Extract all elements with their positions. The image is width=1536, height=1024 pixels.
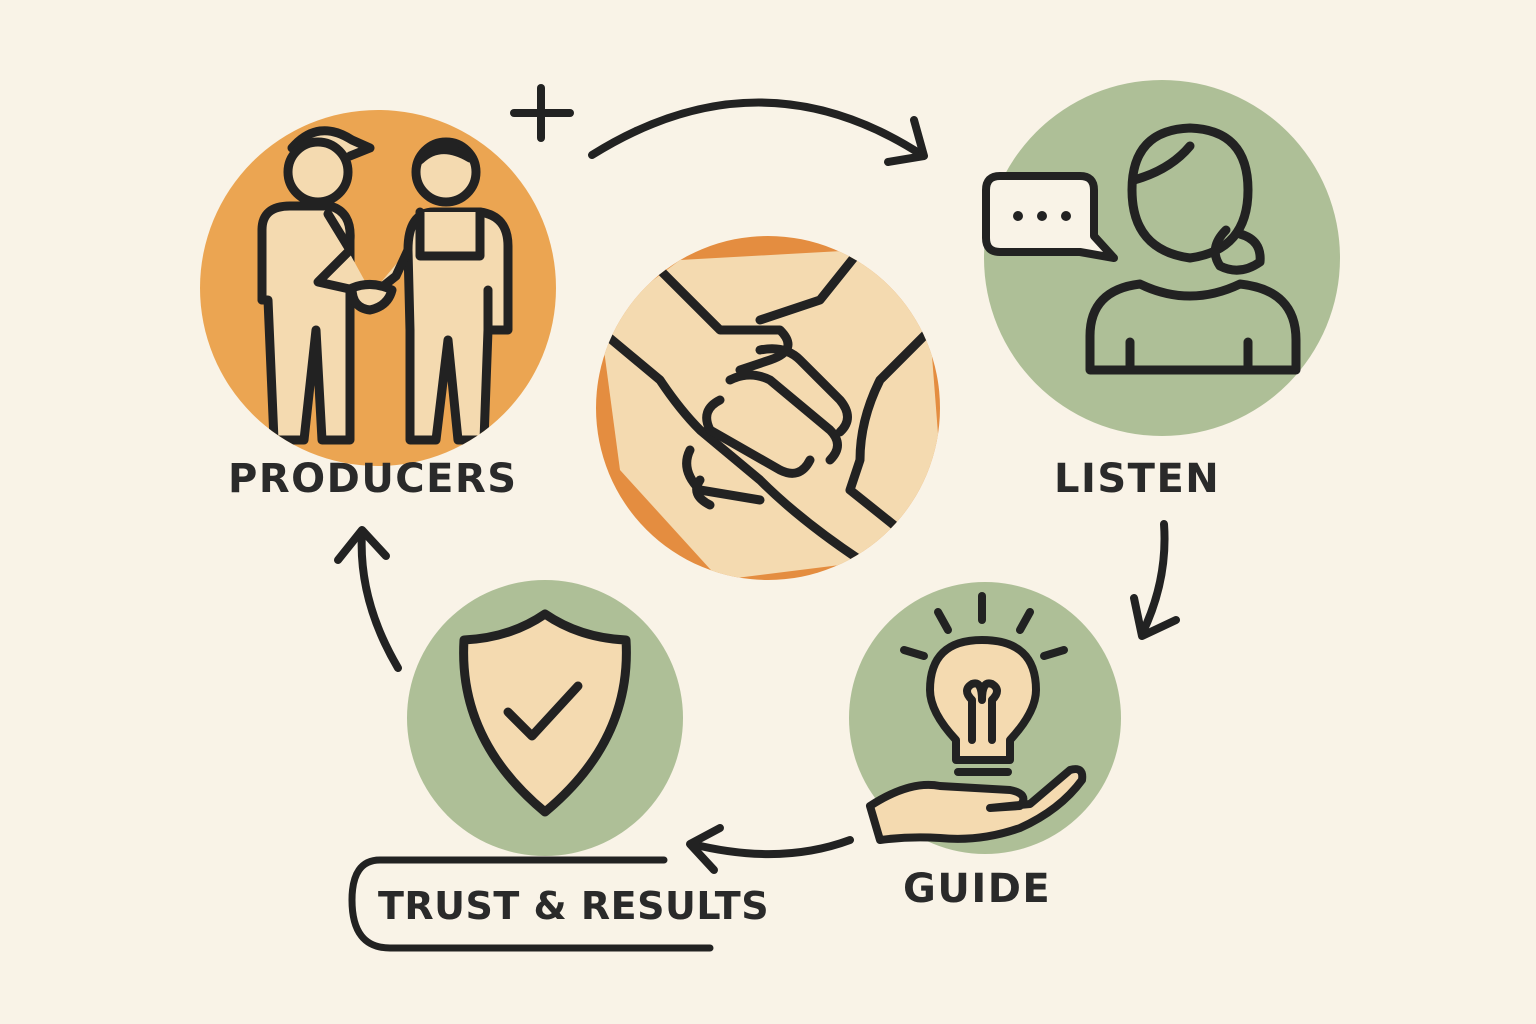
trust-label-bracket bbox=[348, 856, 714, 952]
listen-label: LISTEN bbox=[1054, 456, 1221, 502]
trust-results-label: TRUST & RESULTS bbox=[378, 884, 770, 928]
arrow-producers-to-listen bbox=[588, 98, 928, 166]
center-handshake-node bbox=[596, 236, 940, 580]
guide-node bbox=[849, 582, 1121, 854]
lightbulb-icon bbox=[900, 592, 1068, 776]
guide-label: GUIDE bbox=[903, 866, 1052, 912]
arrow-listen-to-guide bbox=[1130, 520, 1180, 640]
shield-check-icon bbox=[459, 609, 631, 817]
open-hand-icon bbox=[866, 765, 1087, 844]
speech-bubble-icon bbox=[982, 172, 1118, 262]
people-handshake-icon bbox=[257, 126, 513, 445]
handshake-icon bbox=[596, 245, 940, 580]
producers-label: PRODUCERS bbox=[228, 456, 518, 502]
person-icon bbox=[1085, 123, 1301, 375]
listen-node bbox=[982, 80, 1340, 436]
trust-node bbox=[407, 580, 683, 856]
plus-icon bbox=[510, 84, 574, 142]
arrow-guide-to-trust bbox=[686, 824, 854, 874]
producers-node bbox=[200, 110, 556, 466]
arrow-trust-to-producers bbox=[334, 526, 402, 672]
